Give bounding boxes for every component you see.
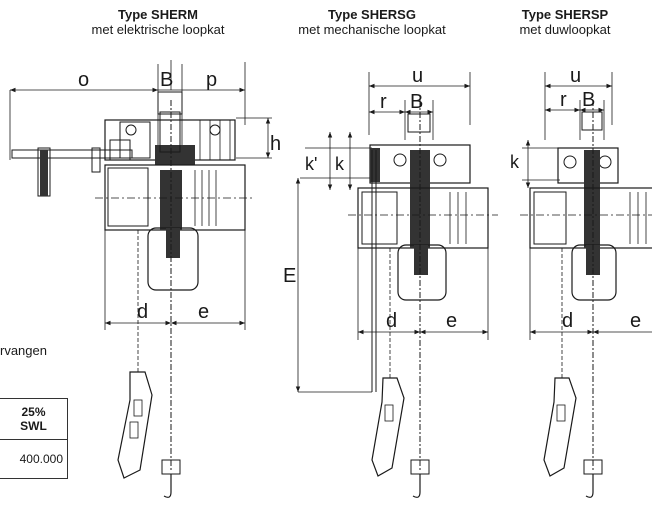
table-value-cell: 400.000 xyxy=(0,439,68,479)
dim-label-p: p xyxy=(206,69,217,91)
variant-desc-shersp: met duwloopkat xyxy=(519,22,611,37)
title-shersp: Type SHERSP met duwloopkat xyxy=(490,7,640,37)
variant-desc-shersg: met mechanische loopkat xyxy=(298,22,446,37)
dim-label-d-sherm: d xyxy=(137,301,148,323)
dim-label-b-shersp: B xyxy=(582,89,595,111)
dim-label-b-sherm: B xyxy=(160,69,173,91)
hoist-shersg xyxy=(295,72,498,498)
dim-label-k-shersp: k xyxy=(510,152,520,172)
table-header-line1: 25% xyxy=(21,405,46,419)
dim-label-k-prime: k' xyxy=(305,154,317,174)
variant-type-sherm: Type SHERM xyxy=(118,7,198,22)
cutoff-text: rvangen xyxy=(0,343,47,358)
dim-label-b-shersg: B xyxy=(410,91,423,113)
dim-label-r-shersg: r xyxy=(380,91,387,113)
dim-label-e-sherm: e xyxy=(198,301,209,323)
table-header-line2: SWL xyxy=(20,419,47,433)
dim-label-k-shersg: k xyxy=(335,154,345,174)
dim-label-u-shersg: u xyxy=(412,65,423,87)
dim-label-o: o xyxy=(78,69,89,91)
dim-label-e-height: E xyxy=(283,265,296,287)
dim-label-e-shersg: e xyxy=(446,310,457,332)
dim-label-h: h xyxy=(270,133,281,155)
hoist-sherm xyxy=(9,60,272,498)
dim-label-d-shersp: d xyxy=(562,310,573,332)
dim-label-r-shersp: r xyxy=(560,89,567,111)
title-shersg: Type SHERSG met mechanische loopkat xyxy=(272,7,472,37)
variant-type-shersg: Type SHERSG xyxy=(328,7,416,22)
title-sherm: Type SHERM met elektrische loopkat xyxy=(58,7,258,37)
dim-label-d-shersg: d xyxy=(386,310,397,332)
hoist-shersp xyxy=(520,72,652,498)
dim-label-e-shersp: e xyxy=(630,310,641,332)
table-header-cell: 25% SWL xyxy=(0,398,68,440)
dim-label-u-shersp: u xyxy=(570,65,581,87)
variant-desc-sherm: met elektrische loopkat xyxy=(91,22,225,37)
variant-type-shersp: Type SHERSP xyxy=(521,7,609,22)
